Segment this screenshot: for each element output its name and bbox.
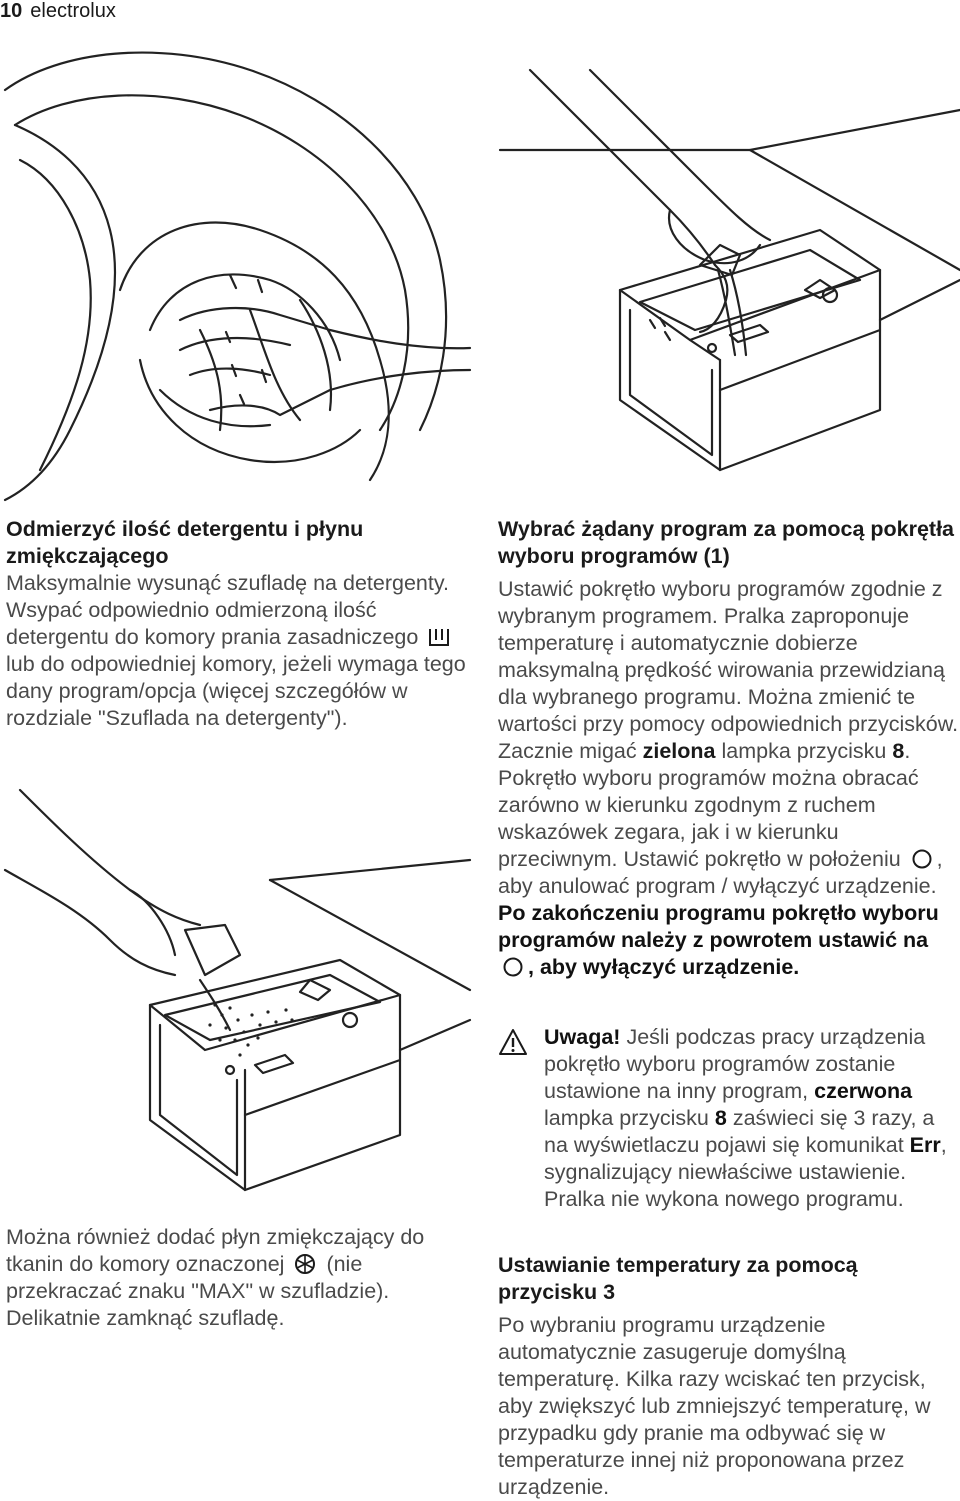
warning-button-8: 8 (714, 1106, 727, 1130)
off-position-icon (912, 849, 932, 869)
paragraph-end-program: Po zakończeniu programu pokrętło wyboru … (498, 900, 960, 981)
softener-compartment-icon (295, 1254, 316, 1274)
heading-temperature: Ustawianie temperatury za pomocą przycis… (498, 1253, 858, 1304)
warning-label: Uwaga! (544, 1025, 621, 1049)
right-section-select-program: Wybrać żądany program za pomocą pokrętła… (498, 516, 960, 981)
heading-select-program: Wybrać żądany program za pomocą pokrętła… (498, 517, 955, 568)
warning-red: czerwona (814, 1079, 913, 1103)
text-end-part2: , aby wyłączyć urządzenie. (528, 955, 800, 979)
left-section-softener: Można również dodać płyn zmiękczający do… (6, 1224, 466, 1332)
warning-part3: zaświeci się 3 razy, a na wyświetlaczu p… (544, 1106, 935, 1157)
warning-icon (499, 1029, 527, 1055)
right-section-temperature: Ustawianie temperatury za pomocą przycis… (498, 1252, 960, 1501)
brand-name: electrolux (30, 0, 116, 22)
paragraph-measure-detergent: Maksymalnie wysunąć szufladę na detergen… (6, 570, 466, 732)
load-laundry-illustration (3, 51, 472, 502)
paragraph-temperature: Po wybraniu programu urządzenie automaty… (498, 1313, 931, 1499)
text-measure-part2: lub do odpowiedniej komory, jeżeli wymag… (6, 652, 466, 730)
main-wash-compartment-icon (429, 629, 450, 646)
warning-part1: Jeśli podczas pracy urządzenia pokrętło … (544, 1025, 926, 1103)
text-select-part2: lampka przycisku (721, 739, 887, 763)
paragraph-softener: Można również dodać płyn zmiękczający do… (6, 1224, 466, 1332)
text-softener-part1: Można również dodać płyn zmiękczający do… (6, 1225, 425, 1276)
text-green: zielona (642, 739, 716, 763)
heading-measure-detergent: Odmierzyć ilość detergentu i płynu zmięk… (6, 517, 364, 568)
page-number: 10 (0, 0, 23, 22)
off-position-icon (503, 957, 523, 977)
text-measure-part1: Maksymalnie wysunąć szufladę na detergen… (6, 571, 449, 649)
text-select-part1: Ustawić pokrętło wyboru programów zgodni… (498, 577, 959, 763)
text-dial-part1: Pokrętło wyboru programów można obracać … (498, 766, 919, 871)
warning-part2: lampka przycisku (544, 1106, 709, 1130)
paragraph-select-program: Ustawić pokrętło wyboru programów zgodni… (498, 576, 960, 765)
text-dial-part2: , aby anulować program / wyłączyć urządz… (498, 847, 943, 898)
text-end-part1: Po zakończeniu programu pokrętło wyboru … (498, 901, 939, 952)
pour-detergent-illustration (3, 788, 472, 1192)
text-select-end: . (904, 739, 911, 763)
warning-text: Uwaga! Jeśli podczas pracy urządzenia po… (544, 1024, 960, 1213)
page-header: 10 electrolux (0, 0, 116, 23)
warning-block: Uwaga! Jeśli podczas pracy urządzenia po… (498, 1024, 960, 1213)
paragraph-dial-rotation: Pokrętło wyboru programów można obracać … (498, 765, 960, 900)
text-button-8: 8 (892, 739, 905, 763)
warning-err: Err (909, 1133, 941, 1157)
left-section-load-detergent: Odmierzyć ilość detergentu i płynu zmięk… (6, 516, 466, 732)
warning-part4: , sygnalizujący niewłaściwe ustawienie. … (544, 1133, 947, 1211)
text-softener-part2: (nie przekraczać znaku "MAX" w szufladzi… (6, 1252, 390, 1330)
pour-liquid-illustration (498, 68, 960, 472)
